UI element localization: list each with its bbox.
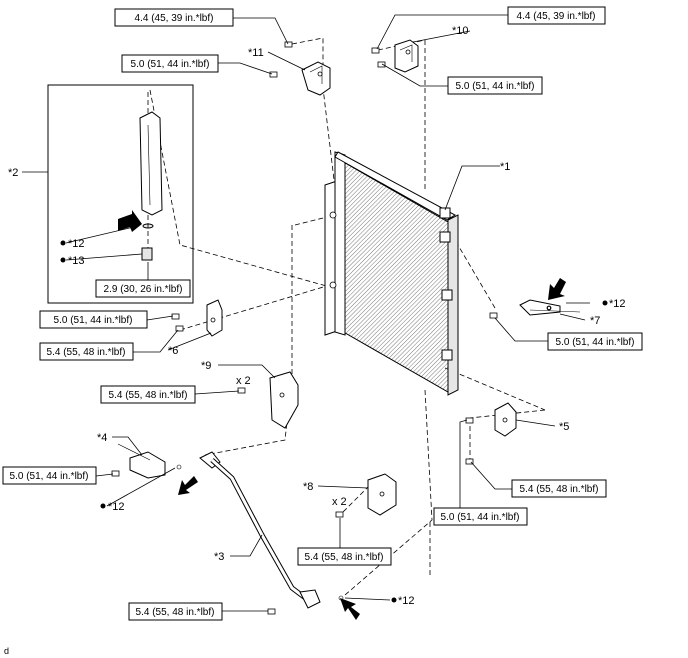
bracket-9 <box>269 371 299 429</box>
svg-text:2.9 (30, 26 in.*lbf): 2.9 (30, 26 in.*lbf) <box>104 284 183 295</box>
corner-mark: d <box>4 646 9 656</box>
torque-spec-6a: 5.0 (51, 44 in.*lbf) <box>39 310 148 329</box>
callout-12-right: *12 <box>609 298 626 310</box>
oring-icon <box>338 595 344 601</box>
svg-text:4.4 (45, 39 in.*lbf): 4.4 (45, 39 in.*lbf) <box>135 13 214 24</box>
bullet-icon <box>60 257 66 263</box>
callout-12-left: *12 <box>108 501 125 513</box>
svg-text:4.4 (45, 39 in.*lbf): 4.4 (45, 39 in.*lbf) <box>517 11 596 22</box>
callout-3: *3 <box>214 551 224 563</box>
svg-text:5.0 (51, 44 in.*lbf): 5.0 (51, 44 in.*lbf) <box>556 337 635 348</box>
pipe-3 <box>199 451 321 609</box>
svg-text:5.4 (55, 48 in.*lbf): 5.4 (55, 48 in.*lbf) <box>305 552 384 563</box>
bullet-icon <box>391 597 397 603</box>
quantity-9: x 2 <box>236 375 251 387</box>
callout-1: *1 <box>500 161 510 173</box>
callout-13: *13 <box>68 255 85 267</box>
callout-9: *9 <box>201 360 211 372</box>
callout-4: *4 <box>97 432 107 444</box>
bolt-5 <box>465 458 474 465</box>
torque-spec-9: 5.4 (55, 48 in.*lbf) <box>100 385 196 404</box>
oring-icon <box>176 464 182 470</box>
callout-8: *8 <box>303 481 313 493</box>
svg-text:5.0 (51, 44 in.*lbf): 5.0 (51, 44 in.*lbf) <box>10 471 89 482</box>
svg-text:5.4 (55, 48 in.*lbf): 5.4 (55, 48 in.*lbf) <box>109 390 188 401</box>
bolt-10 <box>377 61 386 68</box>
bolt-5b <box>465 417 474 424</box>
callout-12-bottom: *12 <box>398 595 415 607</box>
svg-text:5.4 (55, 48 in.*lbf): 5.4 (55, 48 in.*lbf) <box>47 347 126 358</box>
torque-spec-5: 5.4 (55, 48 in.*lbf) <box>511 479 607 498</box>
bolt-top-left <box>284 41 293 48</box>
bolt-11 <box>269 71 278 78</box>
bracket-10 <box>394 39 419 73</box>
svg-text:5.4 (55, 48 in.*lbf): 5.4 (55, 48 in.*lbf) <box>136 607 215 618</box>
bullet-icon <box>100 503 106 509</box>
callout-11: *11 <box>248 47 264 59</box>
svg-text:5.0 (51, 44 in.*lbf): 5.0 (51, 44 in.*lbf) <box>456 81 535 92</box>
arrow-icon <box>118 210 142 232</box>
arrow-icon <box>178 476 198 495</box>
quantity-8: x 2 <box>332 496 347 508</box>
bolt-4 <box>111 470 120 477</box>
callout-6: *6 <box>168 345 178 357</box>
callout-7: *7 <box>590 315 600 327</box>
oring-markers <box>60 240 608 603</box>
torque-spec-top-left: 4.4 (45, 39 in.*lbf) <box>114 8 234 27</box>
receiver-inset <box>47 84 194 304</box>
bullet-icon <box>602 300 608 306</box>
bracket-11 <box>301 61 331 96</box>
torque-spec-top-right: 4.4 (45, 39 in.*lbf) <box>507 6 606 25</box>
arrow-icon <box>548 278 566 300</box>
torque-spec-7: 5.0 (51, 44 in.*lbf) <box>547 332 643 351</box>
condenser-assembly <box>324 151 459 396</box>
torque-spec-11: 5.0 (51, 44 in.*lbf) <box>121 54 219 73</box>
svg-text:5.0 (51, 44 in.*lbf): 5.0 (51, 44 in.*lbf) <box>441 512 520 523</box>
torque-spec-10: 5.0 (51, 44 in.*lbf) <box>447 76 543 95</box>
svg-text:5.4 (55, 48 in.*lbf): 5.4 (55, 48 in.*lbf) <box>520 484 599 495</box>
callout-12-receiver: *12 <box>68 238 85 250</box>
torque-spec-3: 5.4 (55, 48 in.*lbf) <box>128 602 223 621</box>
callout-10: *10 <box>452 25 469 37</box>
torque-spec-6b: 5.4 (55, 48 in.*lbf) <box>39 342 134 361</box>
arrow-icon <box>340 598 360 620</box>
svg-text:5.0 (51, 44 in.*lbf): 5.0 (51, 44 in.*lbf) <box>131 59 210 70</box>
pipe-7 <box>519 299 581 316</box>
pipe-4 <box>117 443 166 479</box>
bolt-3 <box>267 608 276 615</box>
bolt-6a <box>171 313 180 320</box>
torque-spec-8: 5.4 (55, 48 in.*lbf) <box>297 547 392 566</box>
bolt-6b <box>175 325 184 332</box>
bullet-icon <box>60 240 66 246</box>
torque-spec-drain-plug: 2.9 (30, 26 in.*lbf) <box>95 279 191 298</box>
bracket-5 <box>494 402 517 437</box>
callout-2: *2 <box>8 167 18 179</box>
svg-text:5.0 (51, 44 in.*lbf): 5.0 (51, 44 in.*lbf) <box>54 315 133 326</box>
bolt-8 <box>335 511 344 518</box>
bolts <box>111 41 498 615</box>
torque-spec-5b: 5.0 (51, 44 in.*lbf) <box>433 507 528 526</box>
bracket-8 <box>367 473 397 516</box>
bolt-9 <box>237 387 246 394</box>
leader-lines <box>22 14 590 612</box>
torque-spec-4: 5.0 (51, 44 in.*lbf) <box>2 466 97 485</box>
oring-icon <box>547 306 551 310</box>
bolt-top-right <box>371 47 380 54</box>
callout-5: *5 <box>559 421 569 433</box>
bracket-6 <box>206 299 223 337</box>
bolt-7 <box>489 312 498 319</box>
callout-labels: *11 *10 *1 *2 *12 *13 *12 *7 *6 *9 *4 *5… <box>4 25 626 656</box>
